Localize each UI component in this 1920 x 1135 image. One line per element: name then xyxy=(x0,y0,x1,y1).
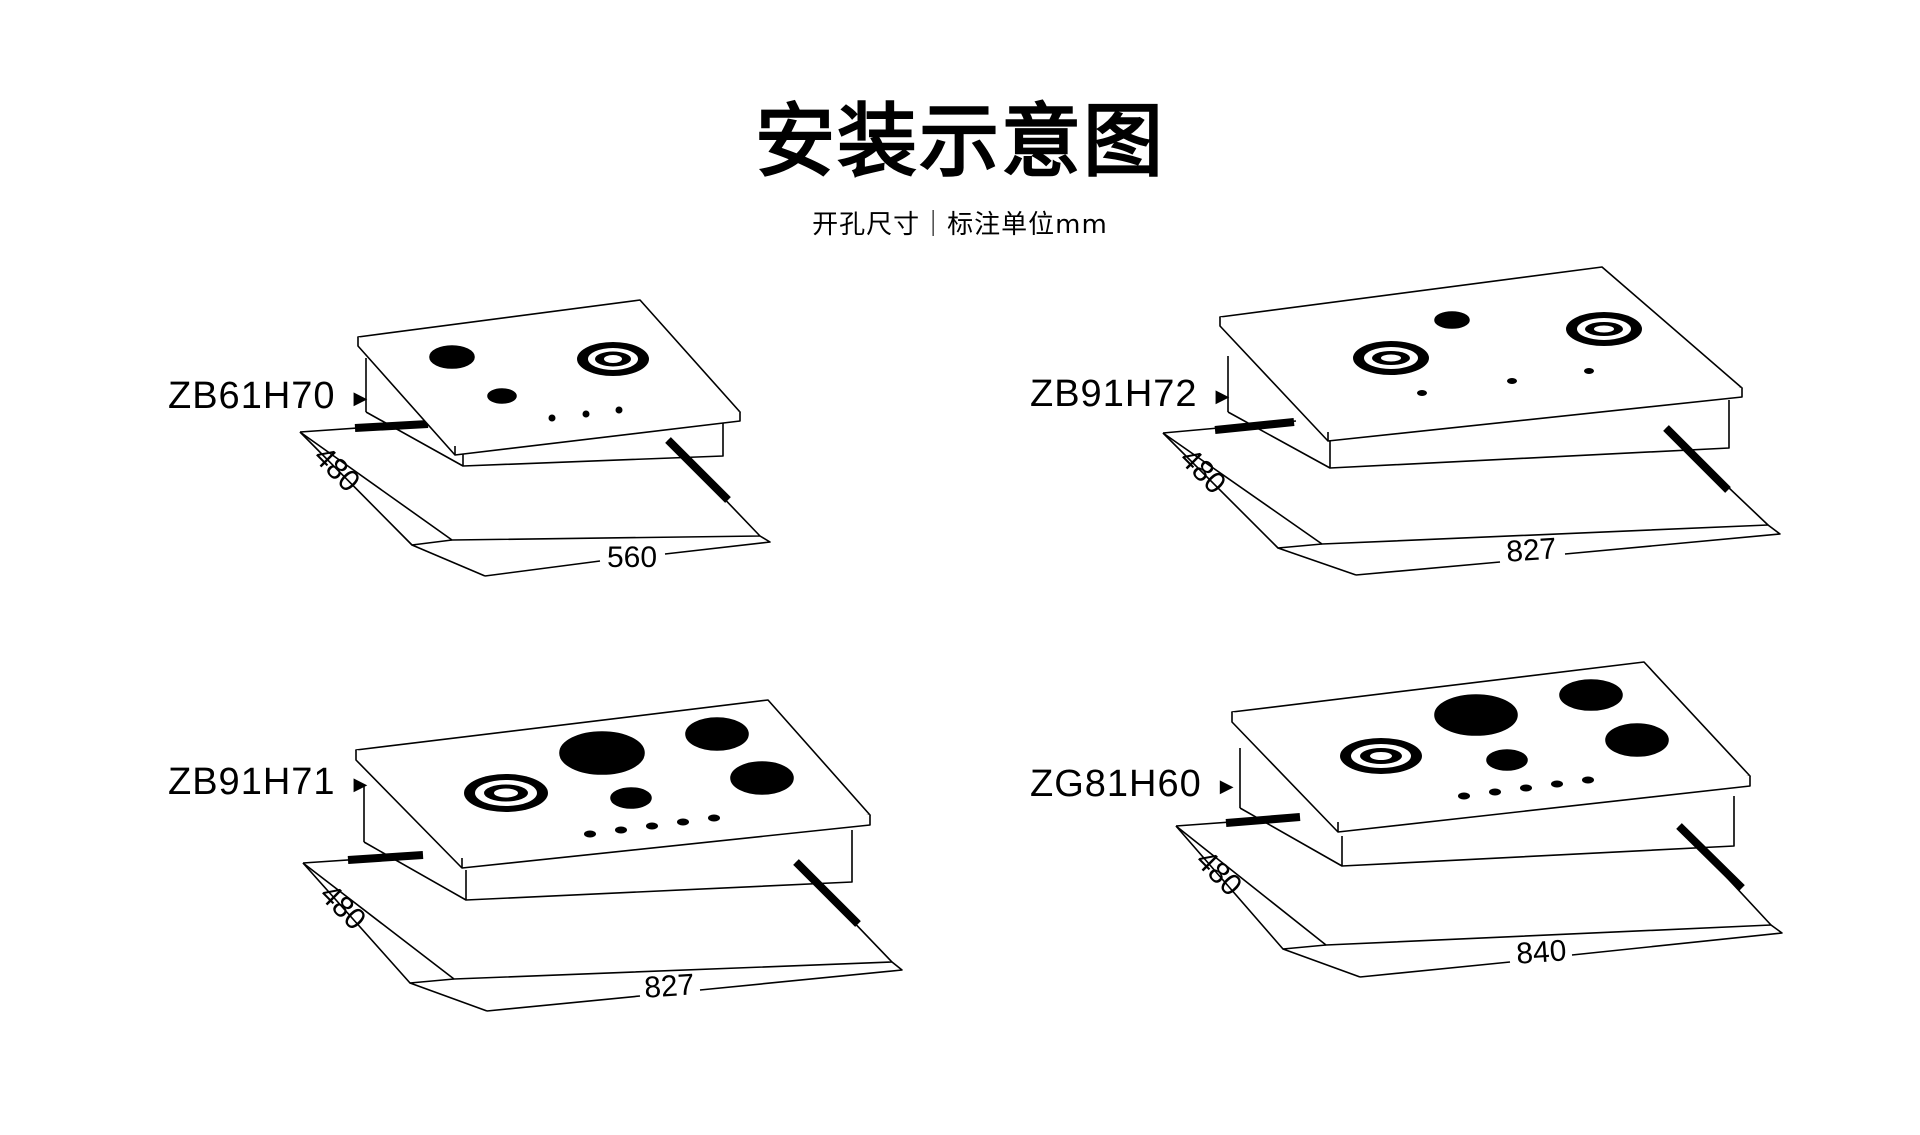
dimension-line xyxy=(409,982,488,1012)
burner xyxy=(685,717,749,751)
dimension-width: 827 xyxy=(643,968,695,1004)
burner xyxy=(1486,749,1528,771)
dimension-line xyxy=(1571,924,1783,956)
model-label-2: ZB91H72 ▶ xyxy=(1030,372,1230,418)
control-knob xyxy=(1584,368,1594,374)
cooktop-1 xyxy=(299,299,771,577)
dimension-width: 840 xyxy=(1515,934,1567,970)
cutout-thick-edge xyxy=(1225,813,1301,827)
burner xyxy=(1605,723,1669,757)
dimension-depth: 480 xyxy=(313,878,372,937)
cooktop-body xyxy=(363,830,853,901)
control-knob xyxy=(646,822,658,830)
control-knob xyxy=(615,406,623,414)
cutout-thick-edge xyxy=(347,851,424,864)
cutout-outline xyxy=(299,431,761,541)
dimension-line xyxy=(664,535,771,555)
model-name: ZB91H71 xyxy=(168,761,336,803)
model-label-3: ZB91H71▶ xyxy=(168,760,368,806)
arrow-right-icon: ▶ xyxy=(1215,385,1231,406)
control-knob xyxy=(1582,776,1594,784)
arrow-right-icon: ▶ xyxy=(1219,775,1235,796)
burner xyxy=(559,731,645,775)
dimension-line xyxy=(1359,961,1511,978)
cutout-outline xyxy=(1175,825,1772,946)
cooktop-3 xyxy=(302,699,903,1012)
cutout-outline xyxy=(1162,427,1769,545)
control-knob xyxy=(615,826,627,834)
cooktop-4 xyxy=(1175,661,1783,978)
dimension-line xyxy=(1355,561,1501,576)
control-knob xyxy=(1520,784,1532,792)
control-knob xyxy=(1489,788,1501,796)
burner xyxy=(429,345,475,369)
dimension-line xyxy=(486,995,641,1012)
cooktop-body xyxy=(1239,796,1735,867)
cutout-thick-edge xyxy=(665,437,731,503)
burner xyxy=(610,787,652,809)
page-title: 安装示意图 xyxy=(755,95,1165,188)
cooktop-body xyxy=(1227,400,1730,469)
model-name: ZB91H72 xyxy=(1030,373,1198,415)
dimension-line xyxy=(484,560,601,577)
burner xyxy=(487,388,517,404)
cutout-thick-edge xyxy=(793,859,861,927)
burner xyxy=(1559,679,1623,711)
control-knob xyxy=(1417,390,1427,396)
burner xyxy=(1434,311,1470,329)
page-subtitle: 开孔尺寸｜标注单位mm xyxy=(812,210,1108,240)
model-label-1: ZB61H70 ▶ xyxy=(168,374,368,420)
dimension-width: 827 xyxy=(1505,532,1557,568)
control-knob xyxy=(1551,780,1563,788)
control-knob xyxy=(1458,792,1470,800)
dimension-depth: 480 xyxy=(1189,844,1248,903)
dimension-depth: 480 xyxy=(1173,442,1232,501)
dimension-line xyxy=(699,961,903,991)
model-name: ZG81H60 xyxy=(1030,763,1202,805)
burner xyxy=(1434,694,1518,736)
control-knob xyxy=(548,414,556,422)
cooktop-body xyxy=(365,408,724,467)
control-knob xyxy=(1507,378,1517,384)
dimension-line xyxy=(411,544,486,577)
dimension-line xyxy=(1282,948,1361,978)
burner xyxy=(730,761,794,795)
dimension-width: 560 xyxy=(607,541,657,574)
arrow-right-icon: ▶ xyxy=(353,387,369,408)
control-knob xyxy=(677,818,689,826)
model-name: ZB61H70 xyxy=(168,375,336,417)
control-knob xyxy=(582,410,590,418)
cooktop-2 xyxy=(1162,266,1781,576)
dimension-line xyxy=(1564,524,1781,555)
cutout-thick-edge xyxy=(1676,823,1745,891)
cutout-thick-edge xyxy=(1663,425,1731,493)
dimension-line xyxy=(1277,547,1357,576)
control-knob xyxy=(708,814,720,822)
model-label-4: ZG81H60 ▶ xyxy=(1030,762,1235,808)
control-knob xyxy=(584,830,596,838)
